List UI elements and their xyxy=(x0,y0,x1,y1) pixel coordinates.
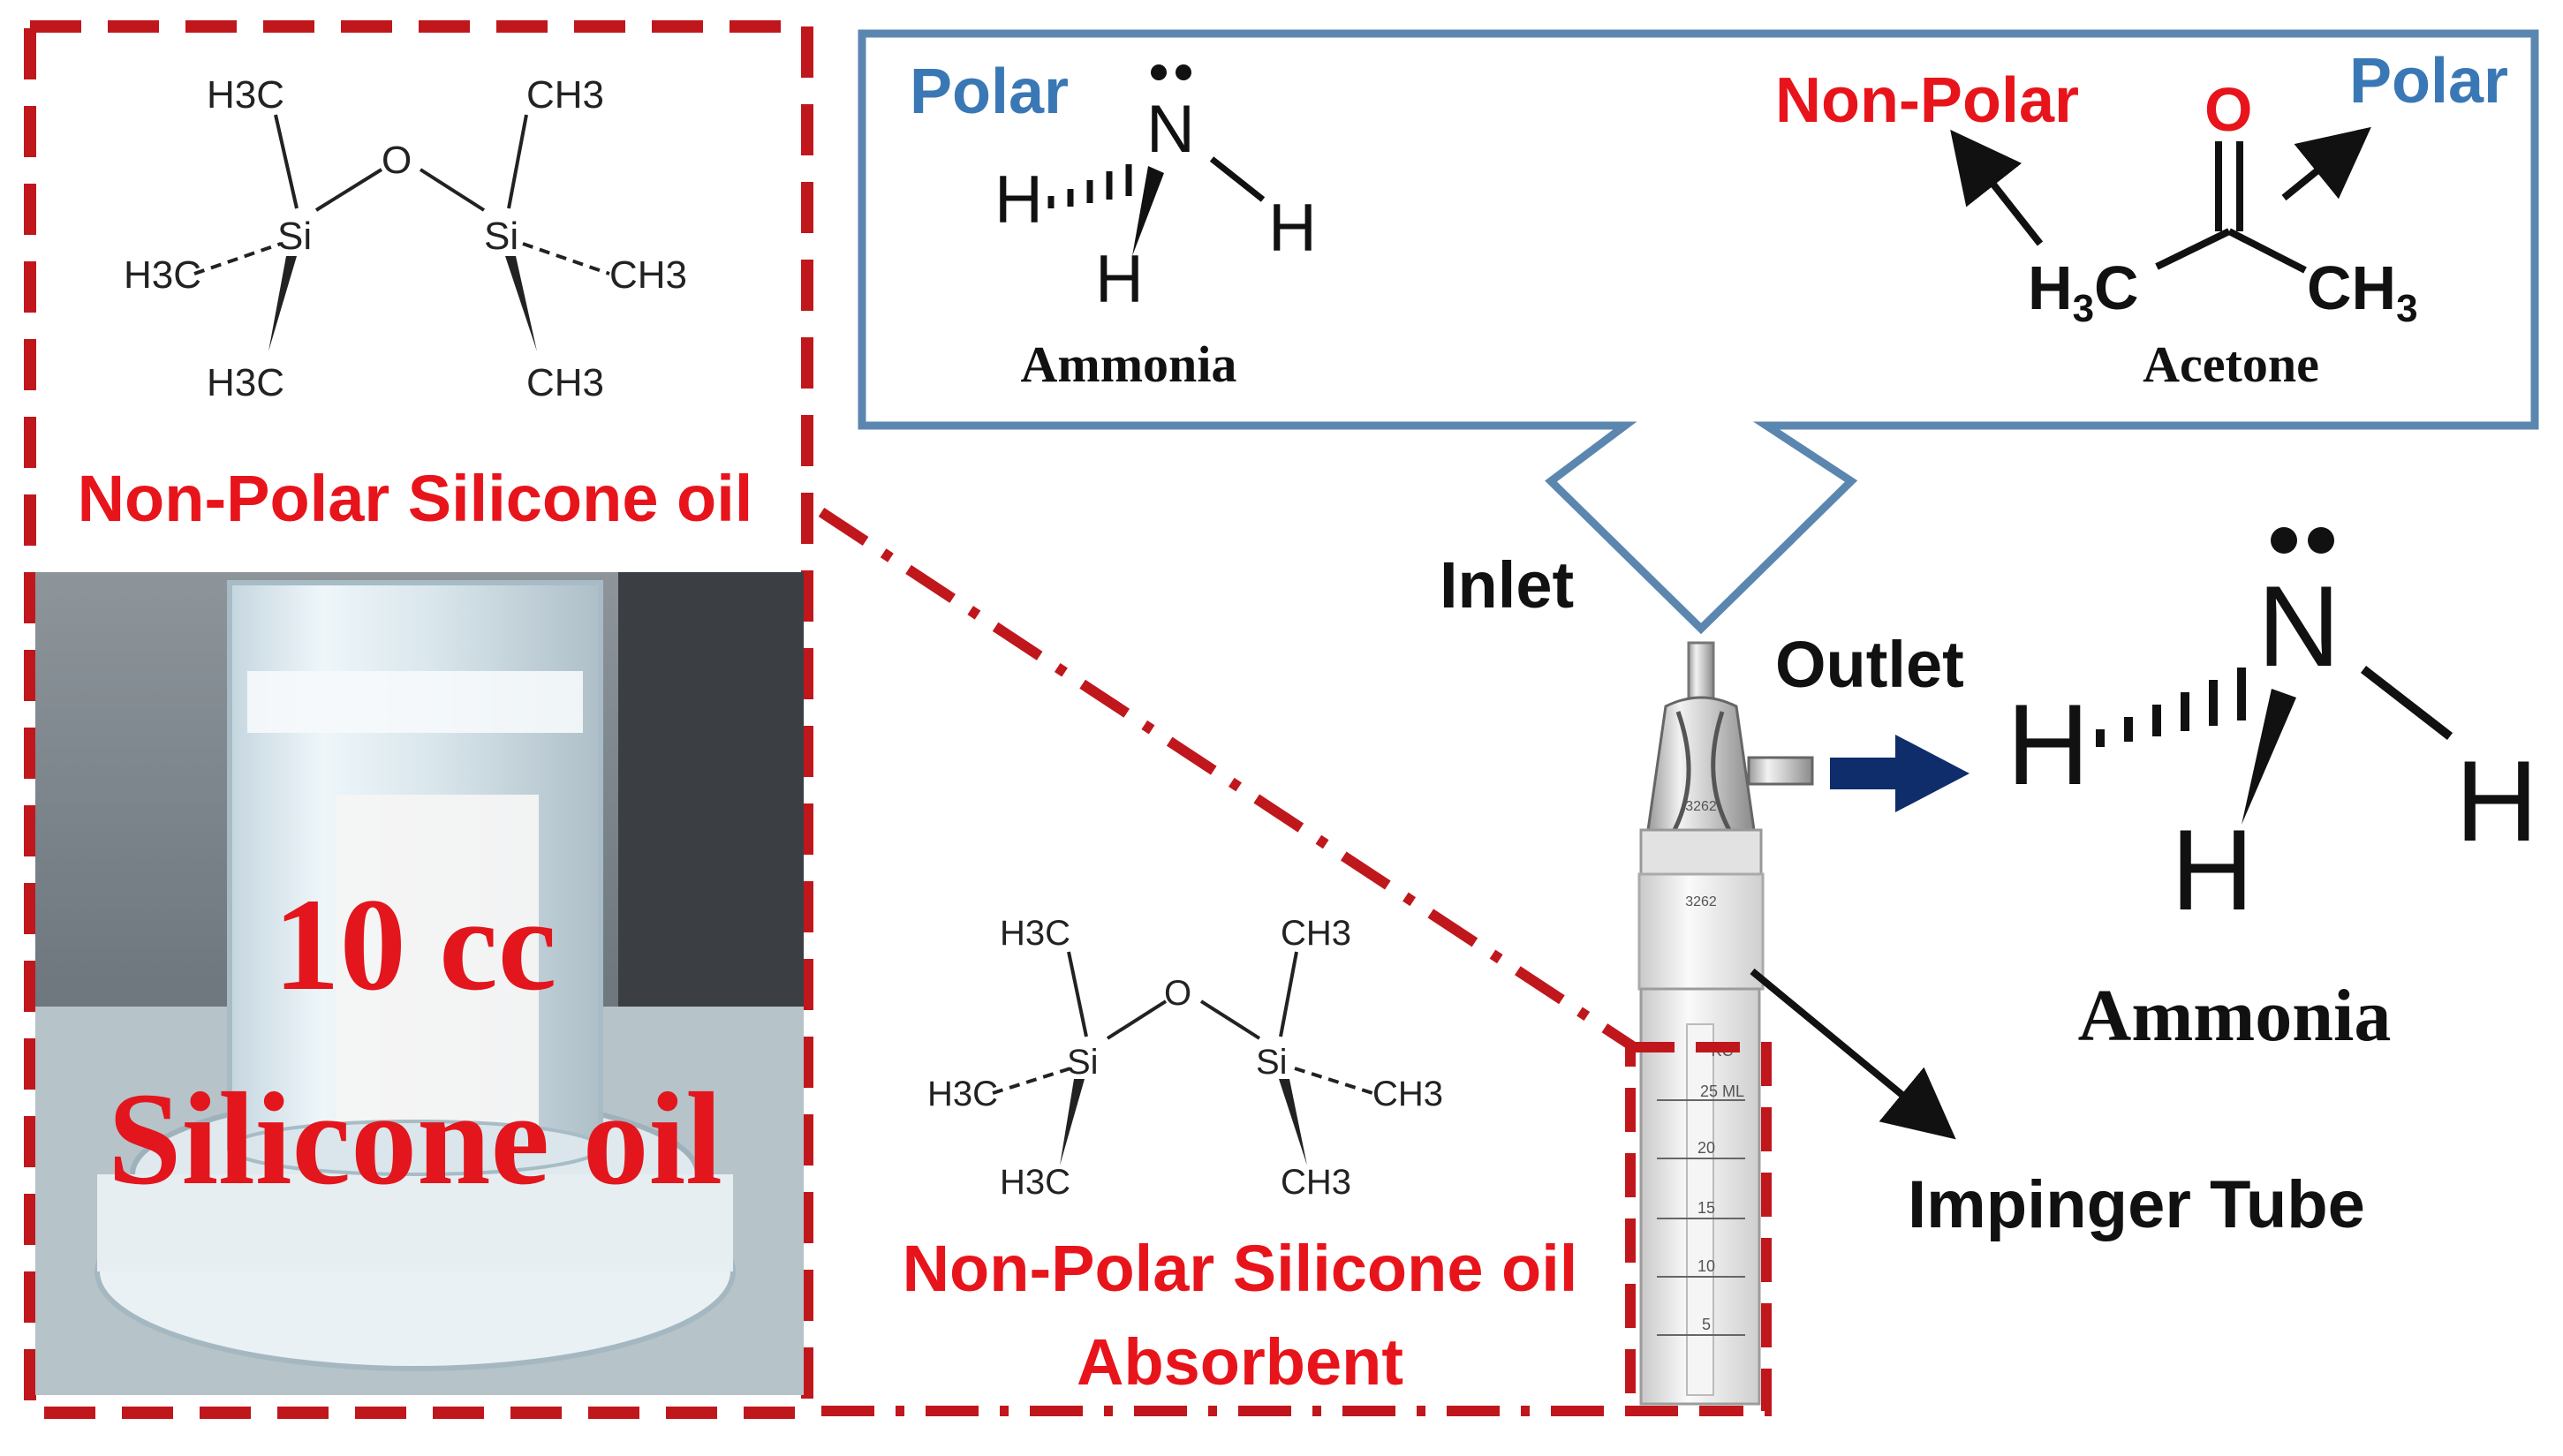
acetone-bond-left xyxy=(2155,228,2231,270)
methyl-mid-right: CH3 xyxy=(609,253,687,297)
box-ammonia-n: N xyxy=(1146,92,1195,167)
photo-beaker xyxy=(35,572,804,1395)
absorbent-label-line2: Absorbent xyxy=(1077,1325,1403,1399)
mid-si-right: Si xyxy=(1256,1043,1288,1082)
left-panel-title: Non-Polar Silicone oil xyxy=(78,462,753,535)
mid-methyl-mid-right: CH3 xyxy=(1372,1075,1443,1113)
acetone-arrow-nonpolar xyxy=(1950,129,2044,246)
lone-pair-dot-left xyxy=(1151,64,1167,80)
acetone-oxygen: O xyxy=(2204,75,2252,144)
methyl-top-left: H3C xyxy=(207,73,284,117)
methyl-bottom-right: CH3 xyxy=(526,361,604,404)
outlet-hash-bond xyxy=(2096,668,2246,747)
box-ammonia-h-right: H xyxy=(1268,191,1317,266)
box-ammonia-hash-bond xyxy=(1047,164,1132,208)
acetone-right-sub: 3 xyxy=(2396,287,2417,330)
photo-label-volume: 10 cc xyxy=(274,871,557,1018)
oxygen-top: O xyxy=(382,139,412,182)
outlet-arrow xyxy=(1830,735,1970,812)
box-ammonia-name: Ammonia xyxy=(1021,336,1237,393)
si-right-top: Si xyxy=(484,215,518,258)
tube-volume-label: 25 ML xyxy=(1700,1083,1744,1100)
acetone-right-methyl: CH3 xyxy=(2307,253,2418,330)
inlet-label: Inlet xyxy=(1440,548,1574,622)
acetone-left-methyl: H3C xyxy=(2028,253,2139,330)
left-panel: H3C CH3 O Si Si H3C CH3 H3C CH3 Non-Pola… xyxy=(24,20,813,1419)
tube-code-upper: 3262 xyxy=(1685,799,1717,814)
si-left-top: Si xyxy=(277,215,312,258)
impinger-tube: 3262 3262 KC 25 ML 20 15 10 5 xyxy=(1637,641,1814,1406)
acetone-left-sub: 3 xyxy=(2073,287,2094,330)
lone-pair-dot-right xyxy=(1176,64,1191,80)
top-molecule-box: Polar N H H H Ammonia Non-Polar Polar O … xyxy=(858,29,2539,635)
tube-grad-20: 20 xyxy=(1697,1139,1715,1157)
mid-methyl-bottom-right: CH3 xyxy=(1281,1163,1351,1202)
box-callout-outline xyxy=(858,29,2539,635)
acetone-nonpolar-label: Non-Polar xyxy=(1775,65,2079,136)
outlet-ammonia-h-left: H xyxy=(2007,680,2090,809)
outlet-plain-bond xyxy=(2360,666,2453,740)
impinger-pointer-arrow xyxy=(1750,968,1956,1140)
box-acetone-name: Acetone xyxy=(2143,336,2319,393)
left-dashed-border xyxy=(24,20,813,1419)
siloxane-structure-middle xyxy=(992,951,1373,1166)
outlet-wedge-bond xyxy=(2242,689,2296,825)
tube-grad-5: 5 xyxy=(1702,1316,1711,1333)
mid-oxygen: O xyxy=(1164,974,1191,1013)
tube-grad-15: 15 xyxy=(1697,1199,1715,1217)
siloxane-structure-top xyxy=(193,114,610,351)
mid-methyl-bottom-left: H3C xyxy=(1000,1163,1070,1202)
tube-code-lower: 3262 xyxy=(1685,894,1717,909)
callout-dash-dot-lines xyxy=(818,507,1637,1416)
outlet-ammonia-name: Ammonia xyxy=(2078,975,2392,1057)
acetone-arrow-polar xyxy=(2281,126,2371,201)
acetone-left-h: H xyxy=(2028,253,2073,322)
box-ammonia-wedge-bond xyxy=(1132,166,1164,256)
tube-grad-10: 10 xyxy=(1697,1257,1715,1275)
photo-label-silicone-oil: Silicone oil xyxy=(108,1066,722,1212)
acetone-right-ch: CH xyxy=(2307,253,2396,322)
acetone-bond-right xyxy=(2227,228,2307,274)
methyl-bottom-left: H3C xyxy=(207,361,284,404)
tube-liquid-dashed-box xyxy=(1625,1042,1772,1416)
box-ammonia-h-bottom: H xyxy=(1095,242,1144,317)
outlet-label: Outlet xyxy=(1775,628,1964,701)
acetone-left-c: C xyxy=(2094,253,2139,322)
mid-methyl-mid-left: H3C xyxy=(927,1075,998,1113)
mid-si-left: Si xyxy=(1067,1043,1099,1082)
outlet-ammonia-n: N xyxy=(2257,562,2340,690)
acetone-polar-label: Polar xyxy=(2349,46,2508,117)
outlet-ammonia-h-right: H xyxy=(2455,736,2538,865)
ammonia-polar-label: Polar xyxy=(910,57,1069,127)
methyl-mid-left: H3C xyxy=(124,253,201,297)
outlet-ammonia-structure: N H H H Ammonia xyxy=(2007,527,2538,1057)
methyl-top-right: CH3 xyxy=(526,73,604,117)
box-ammonia-plain-bond xyxy=(1209,156,1266,202)
mid-methyl-top-right: CH3 xyxy=(1281,914,1351,953)
outlet-ammonia-h-bottom: H xyxy=(2171,805,2254,934)
mid-methyl-top-left: H3C xyxy=(1000,914,1070,953)
outlet-lone-pair-left xyxy=(2271,527,2297,554)
outlet-lone-pair-right xyxy=(2308,527,2334,554)
box-ammonia-h-left: H xyxy=(994,162,1043,238)
impinger-tube-label: Impinger Tube xyxy=(1908,1167,2365,1242)
absorbent-label-line1: Non-Polar Silicone oil xyxy=(903,1232,1578,1305)
